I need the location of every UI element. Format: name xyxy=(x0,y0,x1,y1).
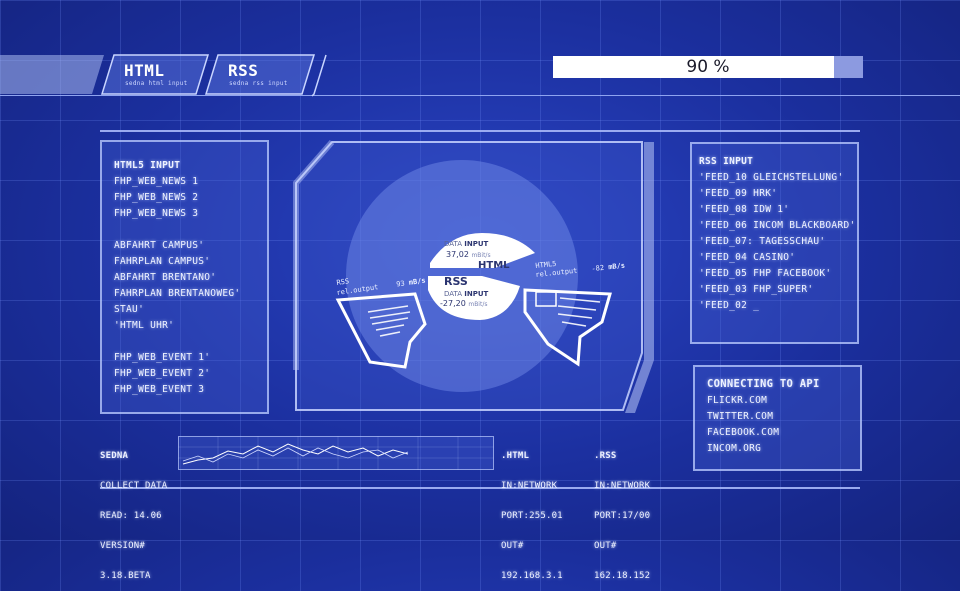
html-data-label: DATA xyxy=(444,240,463,248)
rss-rate-unit: mBit/s xyxy=(468,301,488,308)
rss-feed-item[interactable]: 'FEED_06 INCOM BLACKBOARD' xyxy=(699,220,856,231)
html5-feed-list: FHP_WEB_NEWS 1 FHP_WEB_NEWS 2 FHP_WEB_NEWS… xyxy=(114,174,240,398)
right-output-device xyxy=(523,288,612,367)
rss-port-line: OUT# xyxy=(594,541,617,551)
rss-port-line: IN:NETWORK xyxy=(594,481,651,491)
html5-feed-item[interactable]: FHP_WEB_EVENT 2' xyxy=(114,368,211,379)
rss-feed-item[interactable]: 'FEED_10 GLEICHSTELLUNG' xyxy=(699,172,844,183)
rss-feed-item[interactable]: 'FEED_04 CASINO' xyxy=(699,252,796,263)
api-panel-title: CONNECTING TO API xyxy=(707,378,820,390)
api-item[interactable]: INCOM.ORG xyxy=(707,443,762,454)
tab-html-subtitle: sedna html input xyxy=(125,80,188,87)
sedna-status: SEDNA COLLECT DATA READ: 14.06 VERSION# … xyxy=(100,431,167,591)
html5-feed-item[interactable]: ​ xyxy=(114,334,240,350)
sedna-line: VERSION# xyxy=(100,541,145,551)
rss-feed-list: 'FEED_10 GLEICHSTELLUNG' 'FEED_09 HRK' 'FE… xyxy=(699,170,856,314)
html5-feed-item[interactable]: ABFAHRT BRENTANO' xyxy=(114,272,217,283)
rss-bubble-title: RSS xyxy=(444,275,468,288)
rss-feed-item[interactable]: 'FEED_08 IDW 1' xyxy=(699,204,790,215)
bubble-shapes xyxy=(428,233,535,320)
rss-port-title: .RSS xyxy=(594,451,617,461)
rss-data-caption: DATA INPUT xyxy=(444,290,488,298)
tab-rss-label: RSS xyxy=(228,61,259,80)
rss-rate: -27,20 mBit/s xyxy=(440,299,487,308)
html-port-line: OUT# xyxy=(501,541,524,551)
tab-html-label: HTML xyxy=(124,61,165,80)
sedna-title: SEDNA xyxy=(100,451,129,461)
sedna-line: COLLECT DATA xyxy=(100,481,168,491)
sedna-line: 3.18.BETA xyxy=(100,571,151,581)
right-device-value: -82 xyxy=(591,263,605,274)
html-rate: 37,02 mBit/s xyxy=(446,250,491,259)
html-data-caption: DATA INPUT xyxy=(444,240,488,248)
top-divider xyxy=(0,95,960,96)
html5-feed-item[interactable]: FAHRPLAN CAMPUS' xyxy=(114,256,211,267)
html-port-status: .HTML IN:NETWORK PORT:255.01 OUT# 192.16… xyxy=(501,431,563,591)
html-rate-value: 37,02 xyxy=(446,250,469,259)
header-rule xyxy=(100,130,860,132)
sedna-line: READ: 14.06 xyxy=(100,511,162,521)
html5-feed-item[interactable]: ABFAHRT CAMPUS' xyxy=(114,240,205,251)
rss-feed-item[interactable]: 'FEED_05 FHP FACEBOOK' xyxy=(699,268,832,279)
rss-input-panel: RSS INPUT 'FEED_10 GLEICHSTELLUNG''FEED_… xyxy=(690,142,859,344)
footer-rule xyxy=(100,487,860,489)
rss-feed-item[interactable]: 'FEED_07: TAGESSCHAU' xyxy=(699,236,826,247)
rss-panel-title: RSS INPUT xyxy=(699,156,754,167)
rss-port-status: .RSS IN:NETWORK PORT:17/00 OUT# 162.18.1… xyxy=(594,431,650,591)
html5-feed-item[interactable]: FHP_WEB_NEWS 1 xyxy=(114,176,199,187)
html-port-title: .HTML xyxy=(501,451,530,461)
rss-port-line: 162.18.152 xyxy=(594,571,651,581)
tab-rss-subtitle: sedna rss input xyxy=(229,80,288,87)
api-item[interactable]: TWITTER.COM xyxy=(707,411,774,422)
api-item[interactable]: FLICKR.COM xyxy=(707,395,768,406)
html5-feed-item[interactable]: FHP_WEB_EVENT 3 xyxy=(114,384,205,395)
html5-input-panel: HTML5 INPUT FHP_WEB_NEWS 1 FHP_WEB_NEWS 2… xyxy=(100,140,269,414)
left-output-device xyxy=(335,292,427,369)
rss-feed-item[interactable]: 'FEED_02 _ xyxy=(699,300,760,311)
html-input-label: INPUT xyxy=(464,240,489,248)
html-port-line: IN:NETWORK xyxy=(501,481,558,491)
html-rate-unit: mBit/s xyxy=(471,252,491,259)
html-port-line: PORT:255.01 xyxy=(501,511,563,521)
rss-input-label: INPUT xyxy=(464,290,489,298)
html5-feed-item[interactable]: FHP_WEB_NEWS 3 xyxy=(114,208,199,219)
html5-panel-title: HTML5 INPUT xyxy=(114,160,181,171)
left-device-value: 93 xyxy=(395,279,406,289)
activity-graph xyxy=(178,436,494,470)
tab-rss[interactable]: RSS sedna rss input xyxy=(208,55,308,97)
rss-feed-item[interactable]: 'FEED_09 HRK' xyxy=(699,188,778,199)
html5-feed-item[interactable]: STAU' xyxy=(114,304,145,315)
api-item[interactable]: FACEBOOK.COM xyxy=(707,427,780,438)
html-bubble-title: HTML xyxy=(478,260,510,271)
tab-html[interactable]: HTML sedna html input xyxy=(104,55,204,97)
html5-feed-item[interactable]: FHP_WEB_NEWS 2 xyxy=(114,192,199,203)
progress-fill xyxy=(553,56,834,78)
progress-label: 90 % xyxy=(686,57,730,77)
html-port-line: 192.168.3.1 xyxy=(501,571,563,581)
rss-data-label: DATA xyxy=(444,290,463,298)
api-list: FLICKR.COM TWITTER.COM FACEBOOK.COM INCOM.O… xyxy=(707,393,779,457)
html5-feed-item[interactable]: ​ xyxy=(114,222,240,238)
html5-feed-item[interactable]: 'HTML UHR' xyxy=(114,320,175,331)
rss-rate-value: -27,20 xyxy=(440,299,466,308)
html5-feed-item[interactable]: FHP_WEB_EVENT 1' xyxy=(114,352,211,363)
rss-port-line: PORT:17/00 xyxy=(594,511,651,521)
tab-bar-shapes xyxy=(0,54,327,97)
rss-feed-item[interactable]: 'FEED_03 FHP_SUPER' xyxy=(699,284,814,295)
html5-feed-item[interactable]: FAHRPLAN BRENTANOWEG' xyxy=(114,288,241,299)
